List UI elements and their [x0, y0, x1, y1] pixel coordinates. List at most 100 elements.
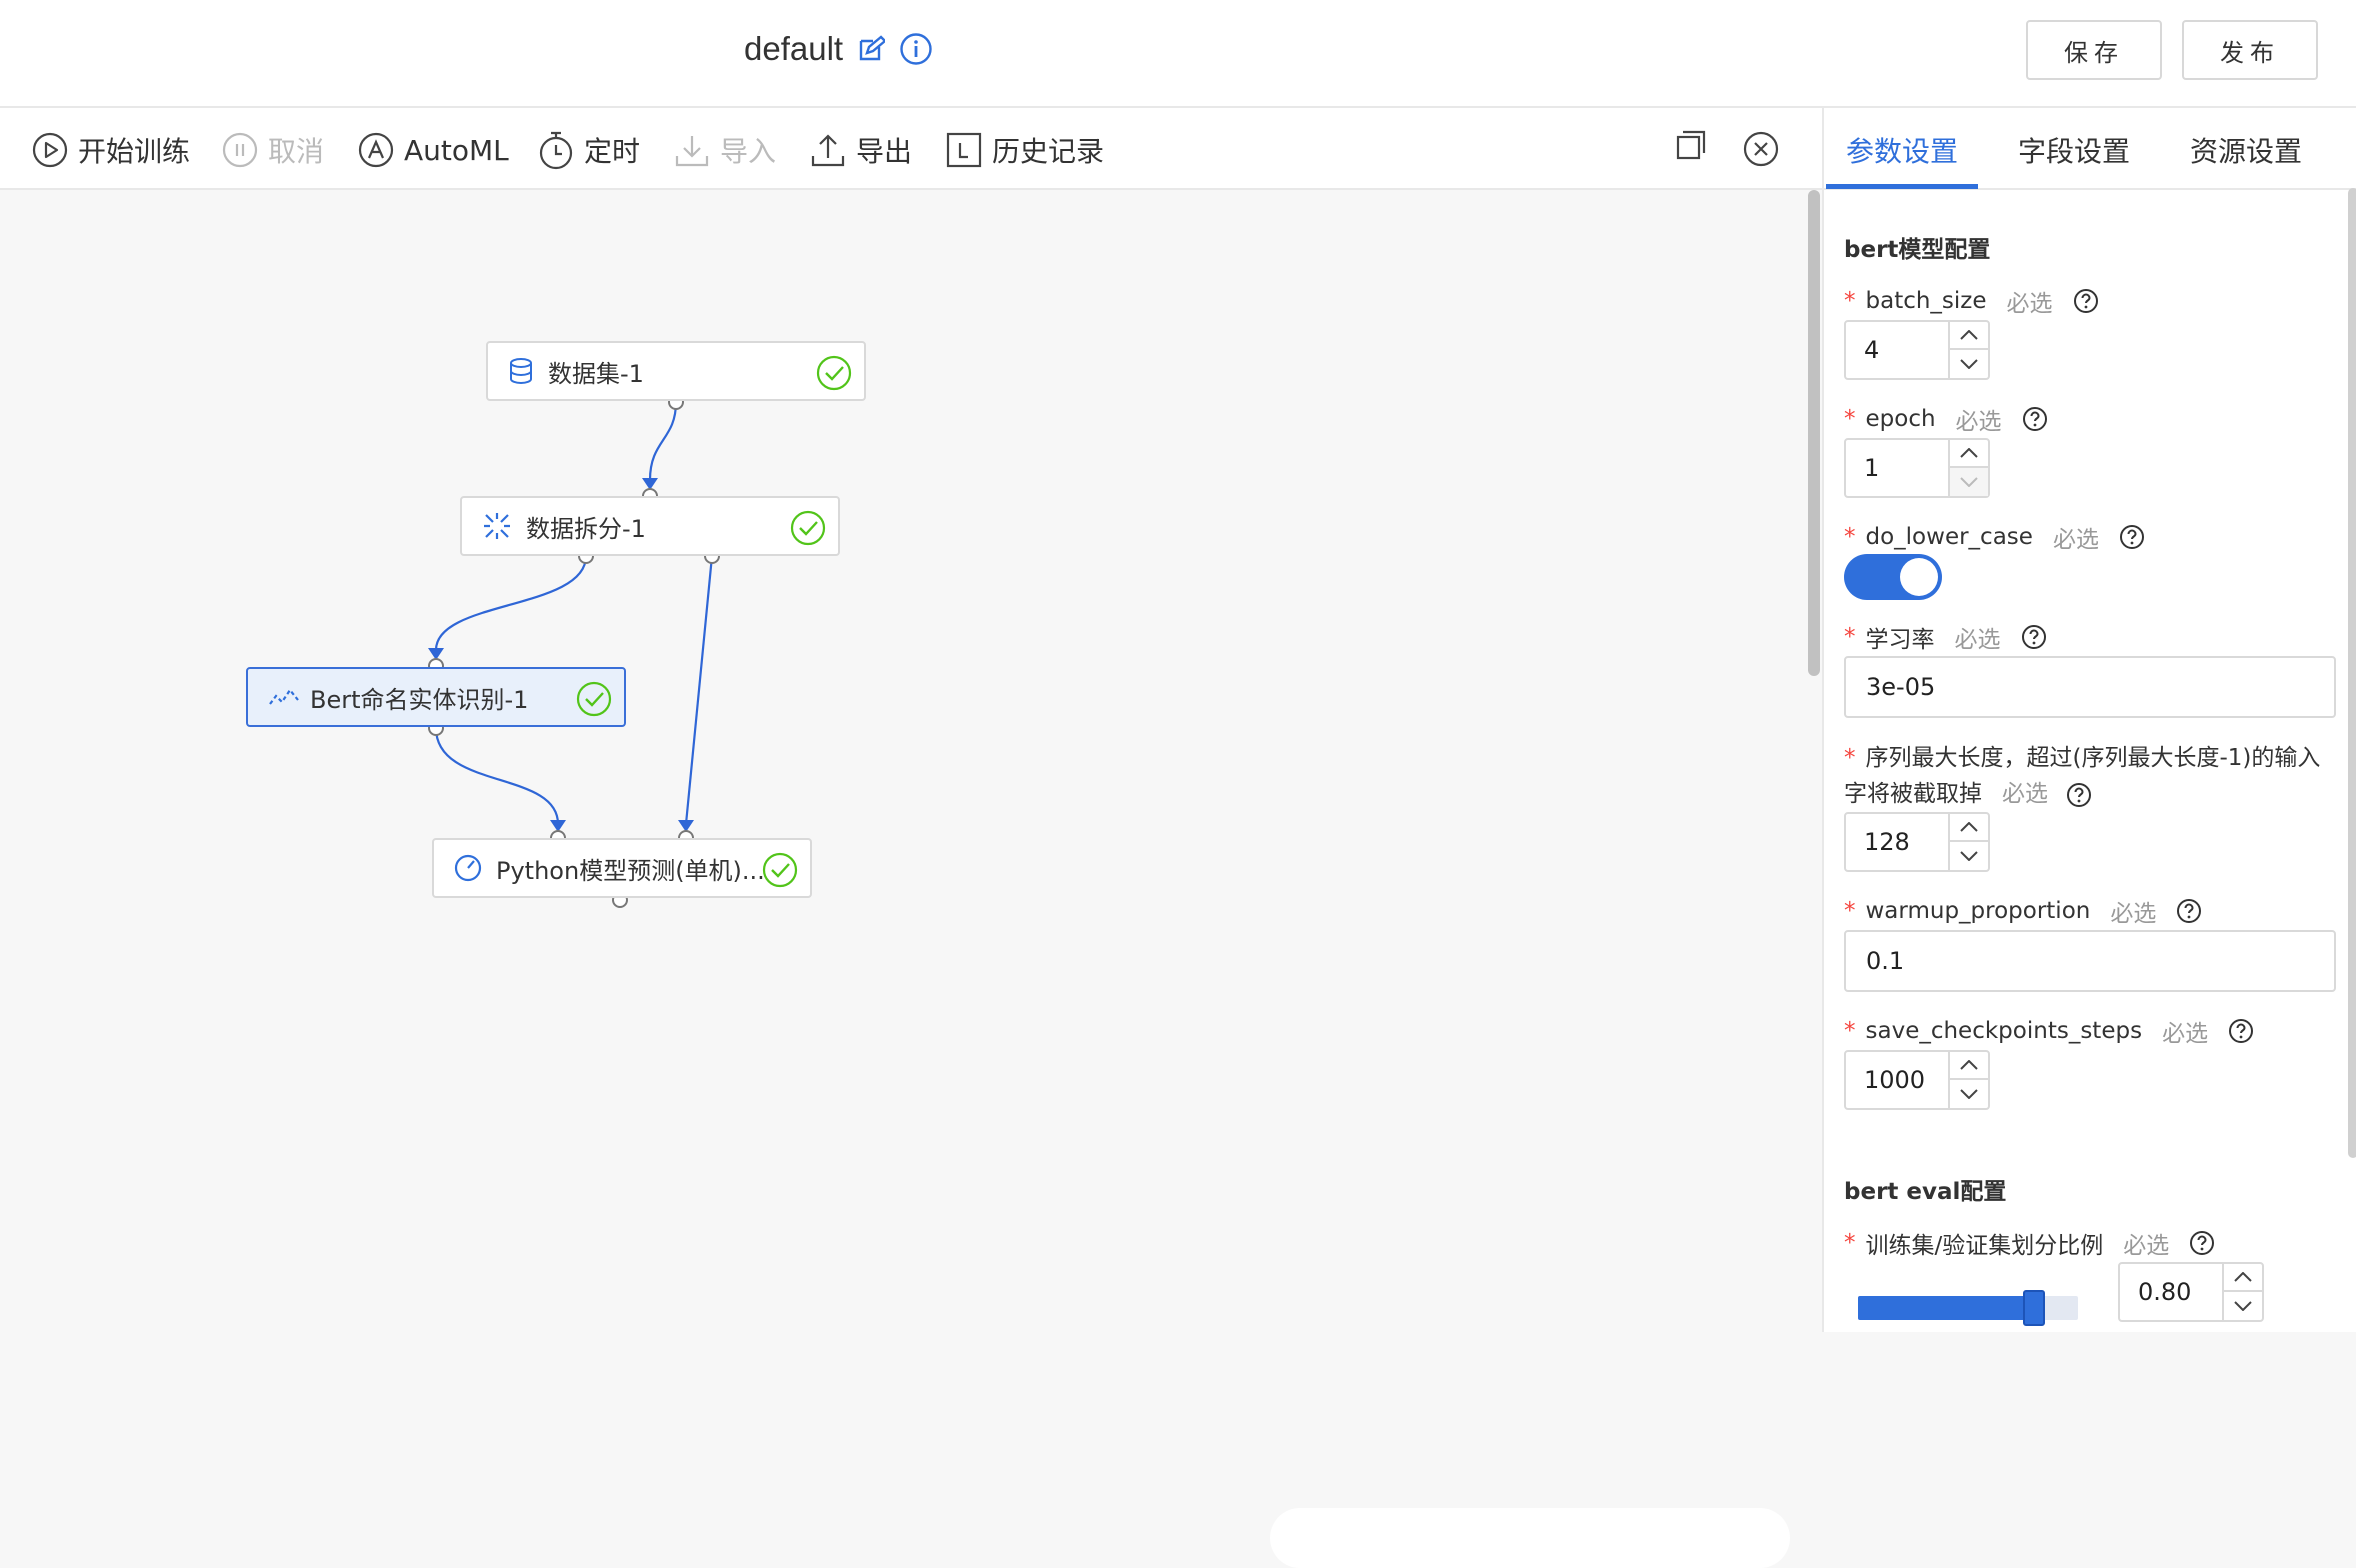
- history-icon: [946, 132, 982, 168]
- help-icon[interactable]: [2189, 1230, 2215, 1256]
- required-mark: *: [1844, 898, 1856, 924]
- edge-bert-predict: [434, 727, 560, 825]
- warmup-proportion-input[interactable]: 0.1: [1844, 930, 2336, 992]
- publish-button[interactable]: 发布: [2182, 20, 2318, 80]
- toolbar: 开始训练 取消 AutoML 定时 导入 导出 历史记录: [0, 108, 1822, 190]
- section-title-bert-eval: bert eval配置: [1844, 1179, 2007, 1205]
- stepper-controls: [1948, 440, 1988, 496]
- stepper-value: 0.80: [2138, 1278, 2192, 1306]
- node-label: 数据拆分-1: [526, 514, 646, 543]
- chevron-up-icon[interactable]: [2224, 1264, 2262, 1292]
- label-text: 序列最大长度，超过(序列最大长度-1)的输入字将被截取掉: [1844, 745, 2321, 807]
- do-lower-case-toggle[interactable]: [1844, 554, 1942, 600]
- chevron-down-icon[interactable]: [2224, 1292, 2262, 1320]
- node-data-split[interactable]: 数据拆分-1: [460, 496, 840, 556]
- label-text: save_checkpoints_steps: [1865, 1018, 2143, 1044]
- settings-tabs: 参数设置 字段设置 资源设置: [1824, 108, 2356, 190]
- help-icon[interactable]: [2066, 782, 2092, 808]
- field-label-train-val-split: * 训练集/验证集划分比例 必选: [1844, 1226, 2215, 1260]
- panel-scrollbar[interactable]: [2348, 188, 2356, 1158]
- help-icon[interactable]: [2119, 524, 2145, 550]
- batch-size-stepper[interactable]: 4: [1844, 320, 1990, 380]
- title-area: default: [744, 24, 933, 74]
- import-button[interactable]: 导入: [674, 128, 776, 172]
- schedule-label: 定时: [584, 135, 641, 168]
- help-icon[interactable]: [2176, 898, 2202, 924]
- copy-icon[interactable]: [1676, 130, 1706, 164]
- play-icon: [32, 132, 68, 168]
- required-mark: *: [1844, 524, 1856, 550]
- help-icon[interactable]: [2021, 624, 2047, 650]
- field-label-batch-size: * batch_size 必选: [1844, 284, 2099, 318]
- success-check-icon: [816, 355, 852, 391]
- split-icon: [484, 513, 510, 539]
- info-icon[interactable]: [899, 32, 933, 66]
- pause-icon: [222, 132, 258, 168]
- tab-params[interactable]: 参数设置: [1846, 135, 1959, 168]
- export-button[interactable]: 导出: [810, 128, 912, 172]
- required-mark: *: [1844, 406, 1856, 432]
- epoch-stepper[interactable]: 1: [1844, 438, 1990, 498]
- chevron-up-icon[interactable]: [1950, 1052, 1988, 1080]
- split-ratio-stepper[interactable]: 0.80: [2118, 1262, 2264, 1322]
- top-header: default 保存 发布: [0, 0, 2356, 108]
- chevron-up-icon[interactable]: [1950, 440, 1988, 468]
- chevron-down-icon[interactable]: [1950, 468, 1988, 496]
- save-checkpoints-steps-stepper[interactable]: 1000: [1844, 1050, 1990, 1110]
- required-mark: *: [1844, 745, 1856, 771]
- workflow-canvas[interactable]: 数据集-1 数据拆分-1 Bert命名实体识别-1 Python模型预测(单机)…: [0, 190, 1822, 1568]
- history-label: 历史记录: [992, 135, 1105, 168]
- close-icon[interactable]: [1742, 130, 1780, 172]
- slider-fill: [1858, 1296, 2034, 1320]
- stepper-value: 128: [1864, 828, 1910, 856]
- success-check-icon: [790, 510, 826, 546]
- edit-icon[interactable]: [857, 35, 886, 63]
- success-check-icon: [762, 852, 798, 888]
- required-hint: 必选: [1954, 627, 2001, 653]
- stepper-controls: [2222, 1264, 2262, 1320]
- database-icon: [510, 358, 532, 385]
- help-icon[interactable]: [2228, 1018, 2254, 1044]
- cancel-button[interactable]: 取消: [222, 128, 324, 172]
- slider-handle[interactable]: [2023, 1290, 2045, 1326]
- field-label-do-lower-case: * do_lower_case 必选: [1844, 520, 2145, 554]
- toggle-knob: [1900, 558, 1938, 596]
- edges-layer: [428, 394, 720, 908]
- required-hint: 必选: [1955, 409, 2002, 435]
- label-text: warmup_proportion: [1865, 898, 2091, 924]
- required-hint: 必选: [2052, 527, 2099, 553]
- field-label-warmup-proportion: * warmup_proportion 必选: [1844, 894, 2202, 928]
- history-button[interactable]: 历史记录: [946, 128, 1104, 172]
- required-mark: *: [1844, 288, 1856, 314]
- page-title: default: [744, 30, 844, 67]
- chevron-down-icon[interactable]: [1950, 350, 1988, 378]
- node-python-predict[interactable]: Python模型预测(单机)...: [432, 838, 812, 898]
- split-ratio-slider[interactable]: [1858, 1296, 2078, 1320]
- node-dataset[interactable]: 数据集-1: [486, 341, 866, 401]
- learning-rate-input[interactable]: 3e-05: [1844, 656, 2336, 718]
- automl-button[interactable]: AutoML: [358, 128, 509, 172]
- edge-split-predict: [684, 555, 714, 825]
- stepper-value: 1: [1864, 454, 1880, 482]
- start-training-button[interactable]: 开始训练: [32, 128, 190, 172]
- required-hint: 必选: [2123, 1233, 2170, 1259]
- chevron-up-icon[interactable]: [1950, 814, 1988, 842]
- start-training-label: 开始训练: [78, 135, 191, 168]
- chevron-down-icon[interactable]: [1950, 842, 1988, 870]
- chevron-down-icon[interactable]: [1950, 1080, 1988, 1108]
- max-seq-len-stepper[interactable]: 128: [1844, 812, 1990, 872]
- tab-fields[interactable]: 字段设置: [2018, 135, 2131, 168]
- node-label: Python模型预测(单机)...: [496, 856, 765, 885]
- schedule-button[interactable]: 定时: [538, 128, 640, 172]
- tab-resources[interactable]: 资源设置: [2190, 135, 2303, 168]
- section-title-bert-model: bert模型配置: [1844, 237, 1991, 263]
- stepper-controls: [1948, 1052, 1988, 1108]
- canvas-scrollbar[interactable]: [1808, 190, 1820, 676]
- node-bert-ner[interactable]: Bert命名实体识别-1: [246, 667, 626, 727]
- chevron-up-icon[interactable]: [1950, 322, 1988, 350]
- help-icon[interactable]: [2022, 406, 2048, 432]
- settings-panel: 参数设置 字段设置 资源设置 bert模型配置 * batch_size 必选 …: [1822, 108, 2356, 1332]
- help-icon[interactable]: [2073, 288, 2099, 314]
- edge-split-bert: [434, 555, 588, 651]
- save-button[interactable]: 保存: [2026, 20, 2162, 80]
